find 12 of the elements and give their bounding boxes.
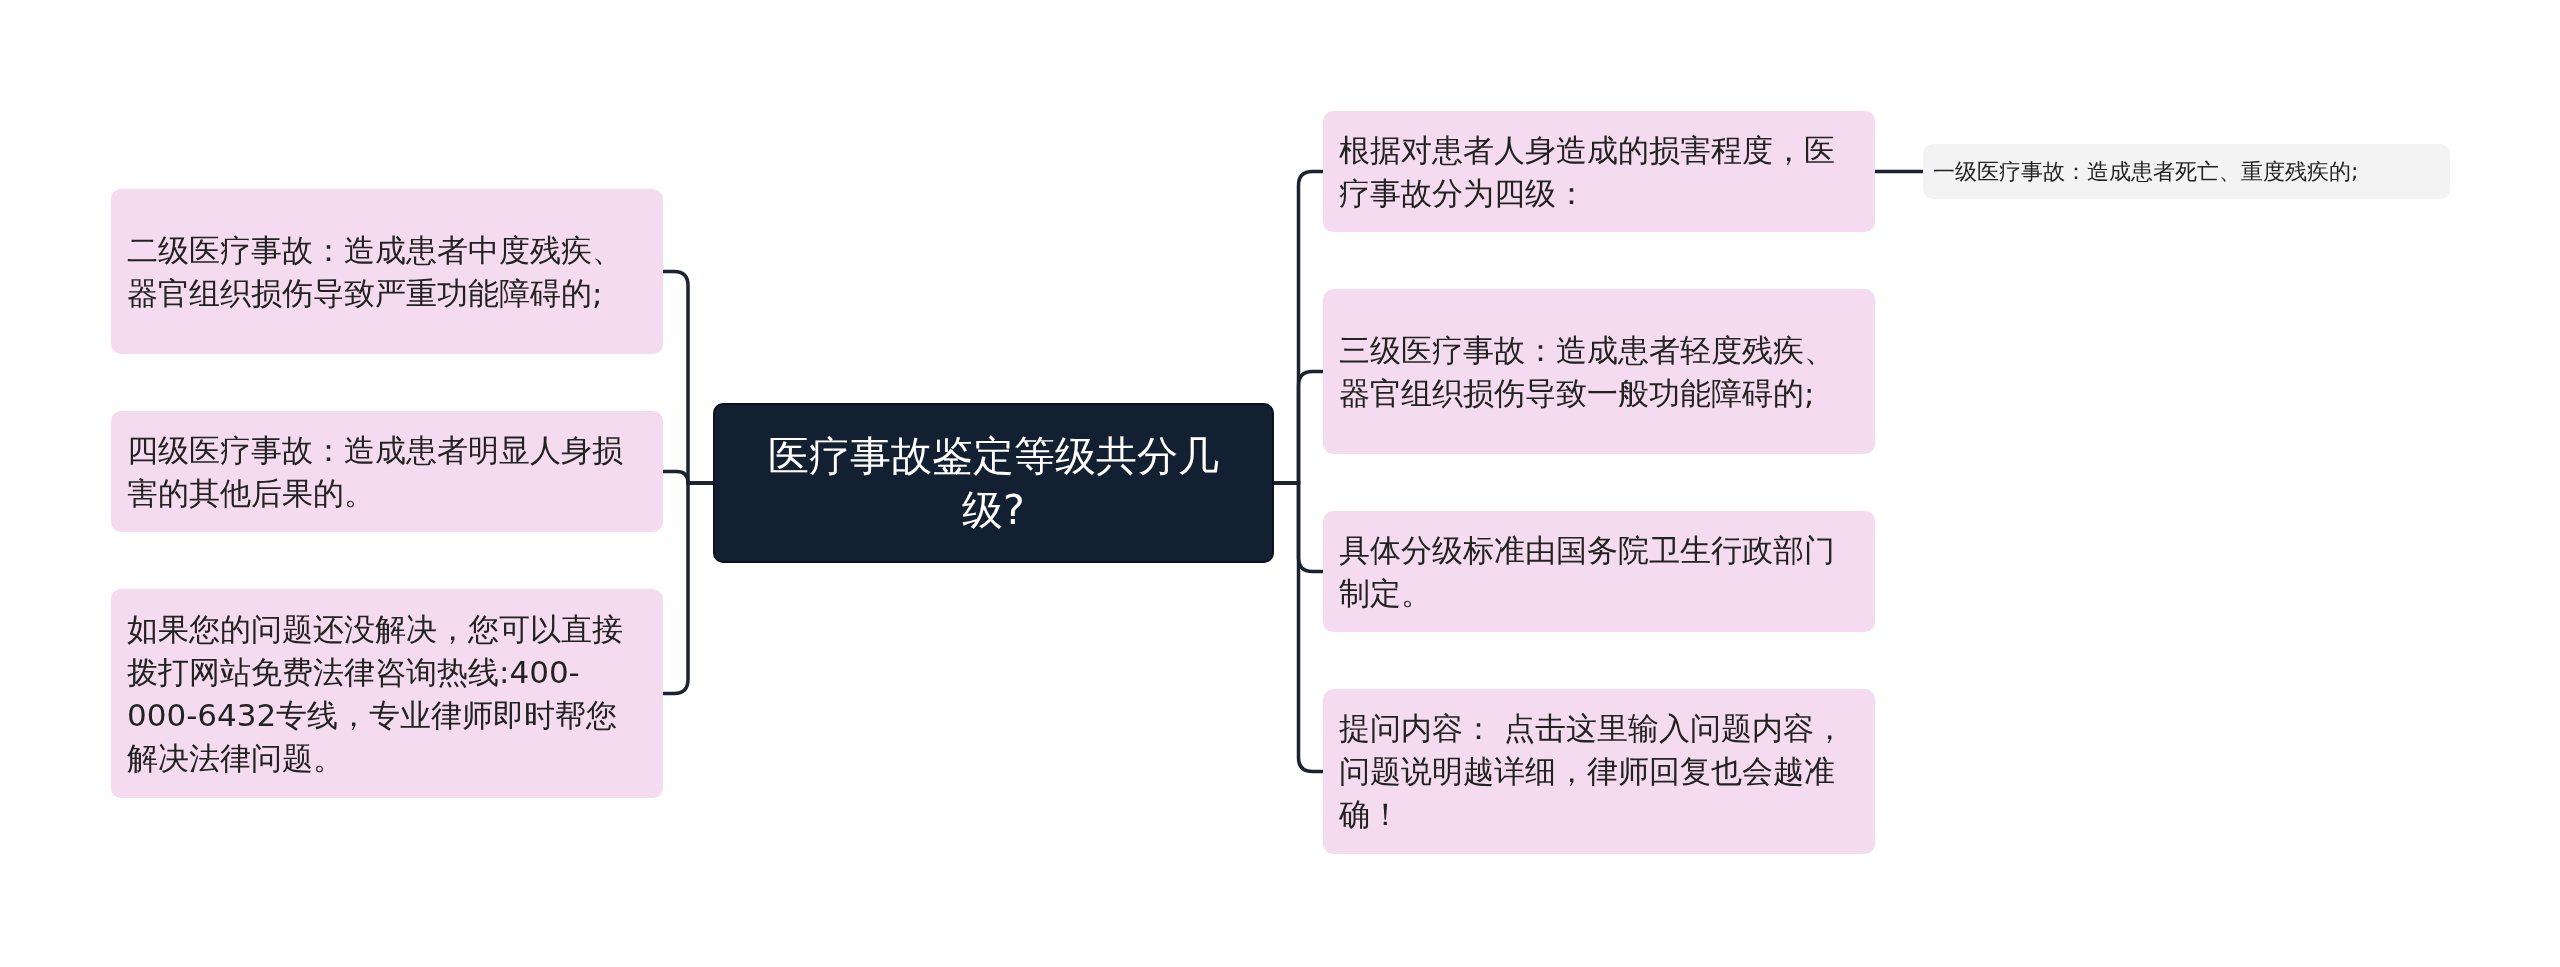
topic-box: 如果您的问题还没解决，您可以直接拨打网站免费法律咨询热线:400-000-6432专线，专业律师即时帮您解决法律问题。: [111, 589, 663, 798]
topic-box: 四级医疗事故：造成患者明显人身损害的其他后果的。: [111, 411, 663, 532]
topic-box: 三级医疗事故：造成患者轻度残疾、器官组织损伤导致一般功能障碍的;: [1323, 289, 1875, 454]
topic-box: 具体分级标准由国务院卫生行政部门制定。: [1323, 511, 1875, 632]
subtopic-box: 一级医疗事故：造成患者死亡、重度残疾的;: [1923, 144, 2450, 199]
connector-line: [1274, 481, 1323, 774]
connector-line: [1875, 169, 1923, 174]
central-topic-box: 医疗事故鉴定等级共分几级?: [713, 403, 1274, 563]
topic-box: 提问内容： 点击这里输入问题内容，问题说明越详细，律师回复也会越准确！: [1323, 689, 1875, 854]
topic-box: 二级医疗事故：造成患者中度残疾、器官组织损伤导致严重功能障碍的;: [111, 189, 663, 354]
connector-line: [663, 481, 713, 696]
topic-box: 根据对患者人身造成的损害程度，医疗事故分为四级：: [1323, 111, 1875, 232]
